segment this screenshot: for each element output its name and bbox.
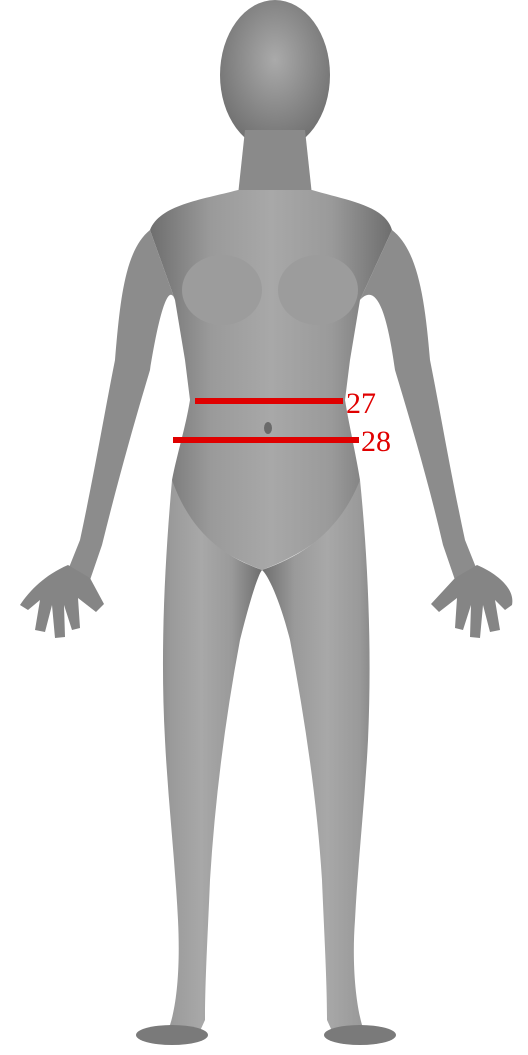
left-foot — [136, 1025, 208, 1045]
measure-line-27 — [195, 398, 343, 404]
left-hand — [20, 565, 104, 638]
right-foot — [324, 1025, 396, 1045]
measure-line-28 — [173, 437, 359, 443]
right-arm — [360, 230, 477, 580]
left-arm — [68, 230, 175, 580]
measure-label-27: 27 — [346, 389, 376, 419]
neck — [238, 130, 312, 195]
right-leg — [262, 480, 392, 1042]
measure-label-28: 28 — [361, 427, 391, 457]
head — [220, 0, 330, 150]
chest-left — [182, 255, 262, 325]
navel — [264, 422, 272, 434]
chest-right — [278, 255, 358, 325]
right-hand — [431, 565, 512, 638]
left-leg — [140, 480, 262, 1042]
